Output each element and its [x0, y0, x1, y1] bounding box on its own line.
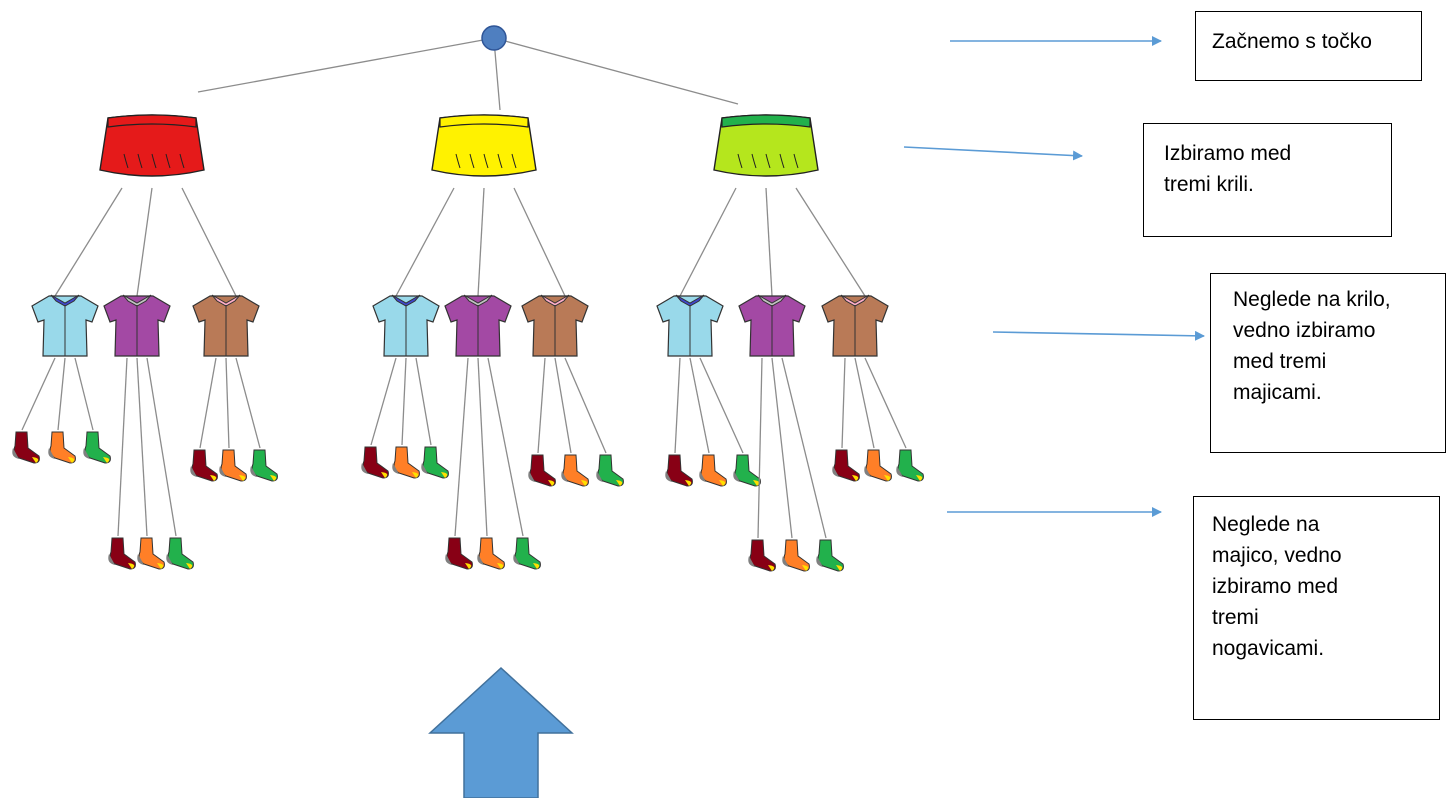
shirt-sock-connector [554, 357, 572, 454]
shirt-purple-icon [444, 294, 512, 357]
sock-orange-icon [48, 431, 76, 464]
skirt-shirt-connector [765, 187, 773, 297]
sock-orange-icon [561, 454, 589, 487]
shirt-sock-connector [370, 357, 397, 446]
shirt-sock-connector [146, 357, 177, 537]
annotation-socks: Neglede na majico, vedno izbiramo med tr… [1193, 496, 1440, 720]
pointer-arrow-3 [992, 330, 1205, 341]
shirt-sock-connector [674, 357, 681, 454]
shirt-sock-connector [841, 357, 846, 449]
shirt-sock-connector [564, 357, 607, 454]
shirt-sock-connector [57, 357, 66, 431]
pointer-arrow-2 [903, 146, 1083, 161]
shirt-sock-connector [401, 357, 407, 446]
sock-orange-icon [477, 537, 505, 570]
shirt-sock-connector [199, 357, 217, 449]
shirt-brown-icon [192, 294, 260, 357]
shirt-light-blue-icon [31, 294, 99, 357]
sock-orange-icon [782, 539, 810, 572]
root-point-icon [481, 25, 507, 51]
sock-orange-icon [699, 454, 727, 487]
shirt-sock-connector [771, 357, 793, 539]
shirt-sock-connector [415, 357, 432, 446]
shirt-sock-connector [864, 357, 907, 449]
root-connector-3 [493, 37, 739, 105]
shirt-sock-connector [117, 357, 128, 537]
sock-green-icon [421, 446, 449, 479]
sock-dark-red-icon [748, 539, 776, 572]
shirt-light-blue-icon [372, 294, 440, 357]
sock-dark-red-icon [665, 454, 693, 487]
shirt-sock-connector [74, 357, 94, 431]
sock-dark-red-icon [361, 446, 389, 479]
shirt-sock-connector [477, 357, 488, 537]
sock-dark-red-icon [190, 449, 218, 482]
shirt-purple-icon [103, 294, 171, 357]
shirt-light-blue-icon [656, 294, 724, 357]
shirt-sock-connector [136, 357, 148, 537]
sock-orange-icon [392, 446, 420, 479]
sock-green-icon [816, 539, 844, 572]
sock-green-icon [250, 449, 278, 482]
sock-green-icon [596, 454, 624, 487]
shirt-sock-connector [487, 357, 524, 537]
shirt-sock-connector [454, 357, 469, 537]
shirt-sock-connector [854, 357, 875, 449]
annotation-skirts: Izbiramo med tremi krili. [1143, 123, 1392, 237]
annotation-start: Začnemo s točko [1195, 11, 1422, 81]
sock-dark-red-icon [108, 537, 136, 570]
shirt-sock-connector [781, 357, 827, 539]
skirt-yellow-icon [431, 114, 537, 177]
shirt-sock-connector [235, 357, 261, 449]
skirt-shirt-connector [181, 187, 237, 297]
shirt-sock-connector [699, 357, 744, 454]
skirt-shirt-connector [679, 187, 737, 297]
shirt-sock-connector [689, 357, 710, 454]
shirt-purple-icon [738, 294, 806, 357]
shirt-brown-icon [821, 294, 889, 357]
sock-orange-icon [219, 449, 247, 482]
sock-green-icon [733, 454, 761, 487]
sock-green-icon [513, 537, 541, 570]
annotation-shirts: Neglede na krilo, vedno izbiramo med tre… [1210, 273, 1446, 453]
skirt-shirt-connector [795, 187, 866, 297]
sock-green-icon [896, 449, 924, 482]
sock-orange-icon [864, 449, 892, 482]
sock-dark-red-icon [445, 537, 473, 570]
sock-dark-red-icon [832, 449, 860, 482]
skirt-lime-icon [713, 114, 819, 177]
skirt-red-icon [99, 114, 205, 177]
sock-green-icon [83, 431, 111, 464]
root-connector-1 [197, 37, 495, 93]
skirt-shirt-connector [513, 187, 566, 297]
big-up-arrow-icon [428, 666, 574, 798]
sock-dark-red-icon [12, 431, 40, 464]
shirt-sock-connector [537, 357, 546, 454]
skirt-shirt-connector [395, 187, 455, 297]
skirt-shirt-connector [54, 187, 123, 297]
skirt-shirt-connector [136, 187, 153, 297]
shirt-sock-connector [225, 357, 230, 449]
shirt-sock-connector [21, 357, 56, 431]
sock-orange-icon [137, 537, 165, 570]
shirt-brown-icon [521, 294, 589, 357]
sock-green-icon [166, 537, 194, 570]
skirt-shirt-connector [477, 187, 485, 297]
root-connector-2 [493, 39, 501, 111]
shirt-sock-connector [757, 357, 763, 539]
sock-dark-red-icon [528, 454, 556, 487]
